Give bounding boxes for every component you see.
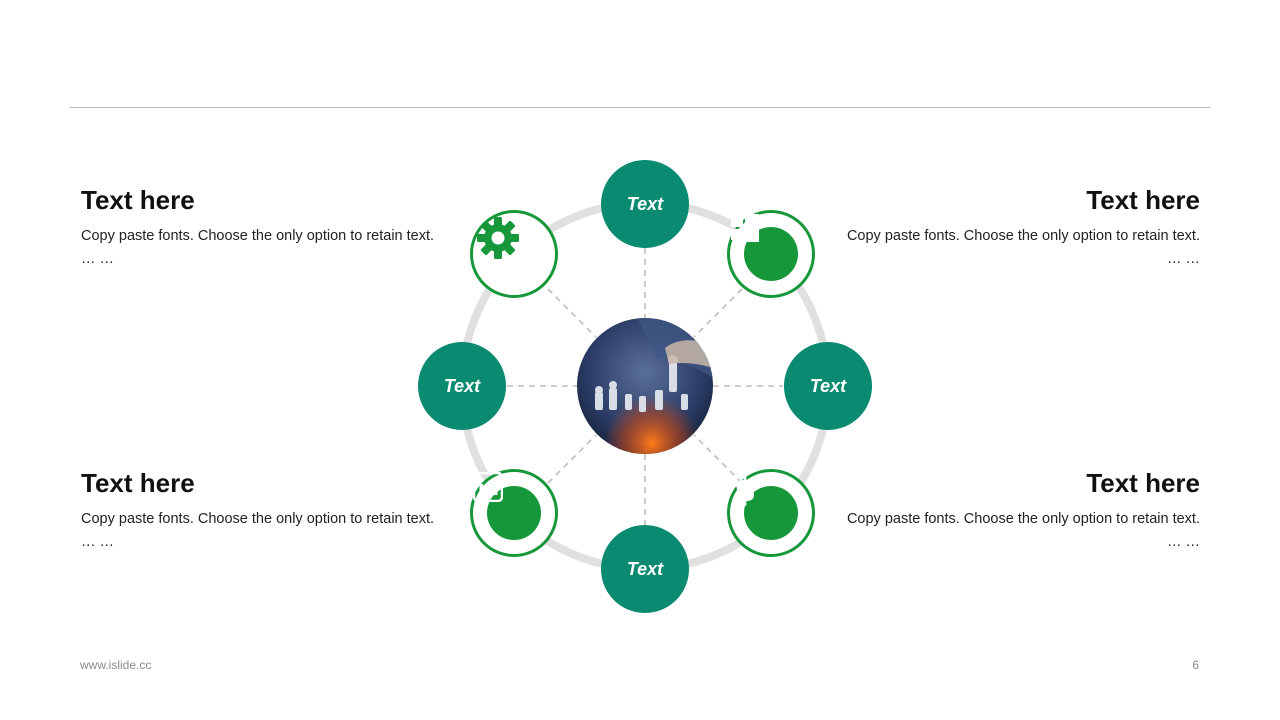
text-block-bottom-left: Text here Copy paste fonts. Choose the o… xyxy=(81,468,441,554)
chess-photo xyxy=(577,318,713,454)
footer-url[interactable]: www.islide.cc xyxy=(80,658,152,672)
node-left[interactable]: Text xyxy=(418,342,506,430)
icon-node-dollar[interactable]: $ xyxy=(727,469,815,557)
text-block-top-left: Text here Copy paste fonts. Choose the o… xyxy=(81,185,441,271)
block-body: Copy paste fonts. Choose the only option… xyxy=(81,511,435,550)
header-divider xyxy=(70,107,1210,108)
text-block-bottom-right: Text here Copy paste fonts. Choose the o… xyxy=(840,468,1200,554)
icon-node-gear[interactable] xyxy=(470,210,558,298)
block-body: Copy paste fonts. Choose the only option… xyxy=(846,228,1200,267)
block-heading: Text here xyxy=(1086,468,1200,498)
text-block-top-right: Text here Copy paste fonts. Choose the o… xyxy=(840,185,1200,271)
hub-diagram: Text Text Text Text xyxy=(400,150,890,620)
windows-icon xyxy=(731,214,798,281)
page-number: 6 xyxy=(1192,658,1199,672)
block-body: Copy paste fonts. Choose the only option… xyxy=(81,228,435,267)
node-bottom[interactable]: Text xyxy=(601,525,689,613)
node-top[interactable]: Text xyxy=(601,160,689,248)
dollar-icon: $ xyxy=(734,472,798,540)
block-heading: Text here xyxy=(81,185,195,215)
block-heading: Text here xyxy=(1086,185,1200,215)
icon-node-windows[interactable] xyxy=(727,210,815,298)
icon-node-linkedin[interactable] xyxy=(470,469,558,557)
node-right[interactable]: Text xyxy=(784,342,872,430)
chess-image xyxy=(577,318,713,454)
linkedin-icon xyxy=(473,472,541,540)
block-heading: Text here xyxy=(81,468,195,498)
block-body: Copy paste fonts. Choose the only option… xyxy=(846,511,1200,550)
svg-text:$: $ xyxy=(734,472,756,508)
